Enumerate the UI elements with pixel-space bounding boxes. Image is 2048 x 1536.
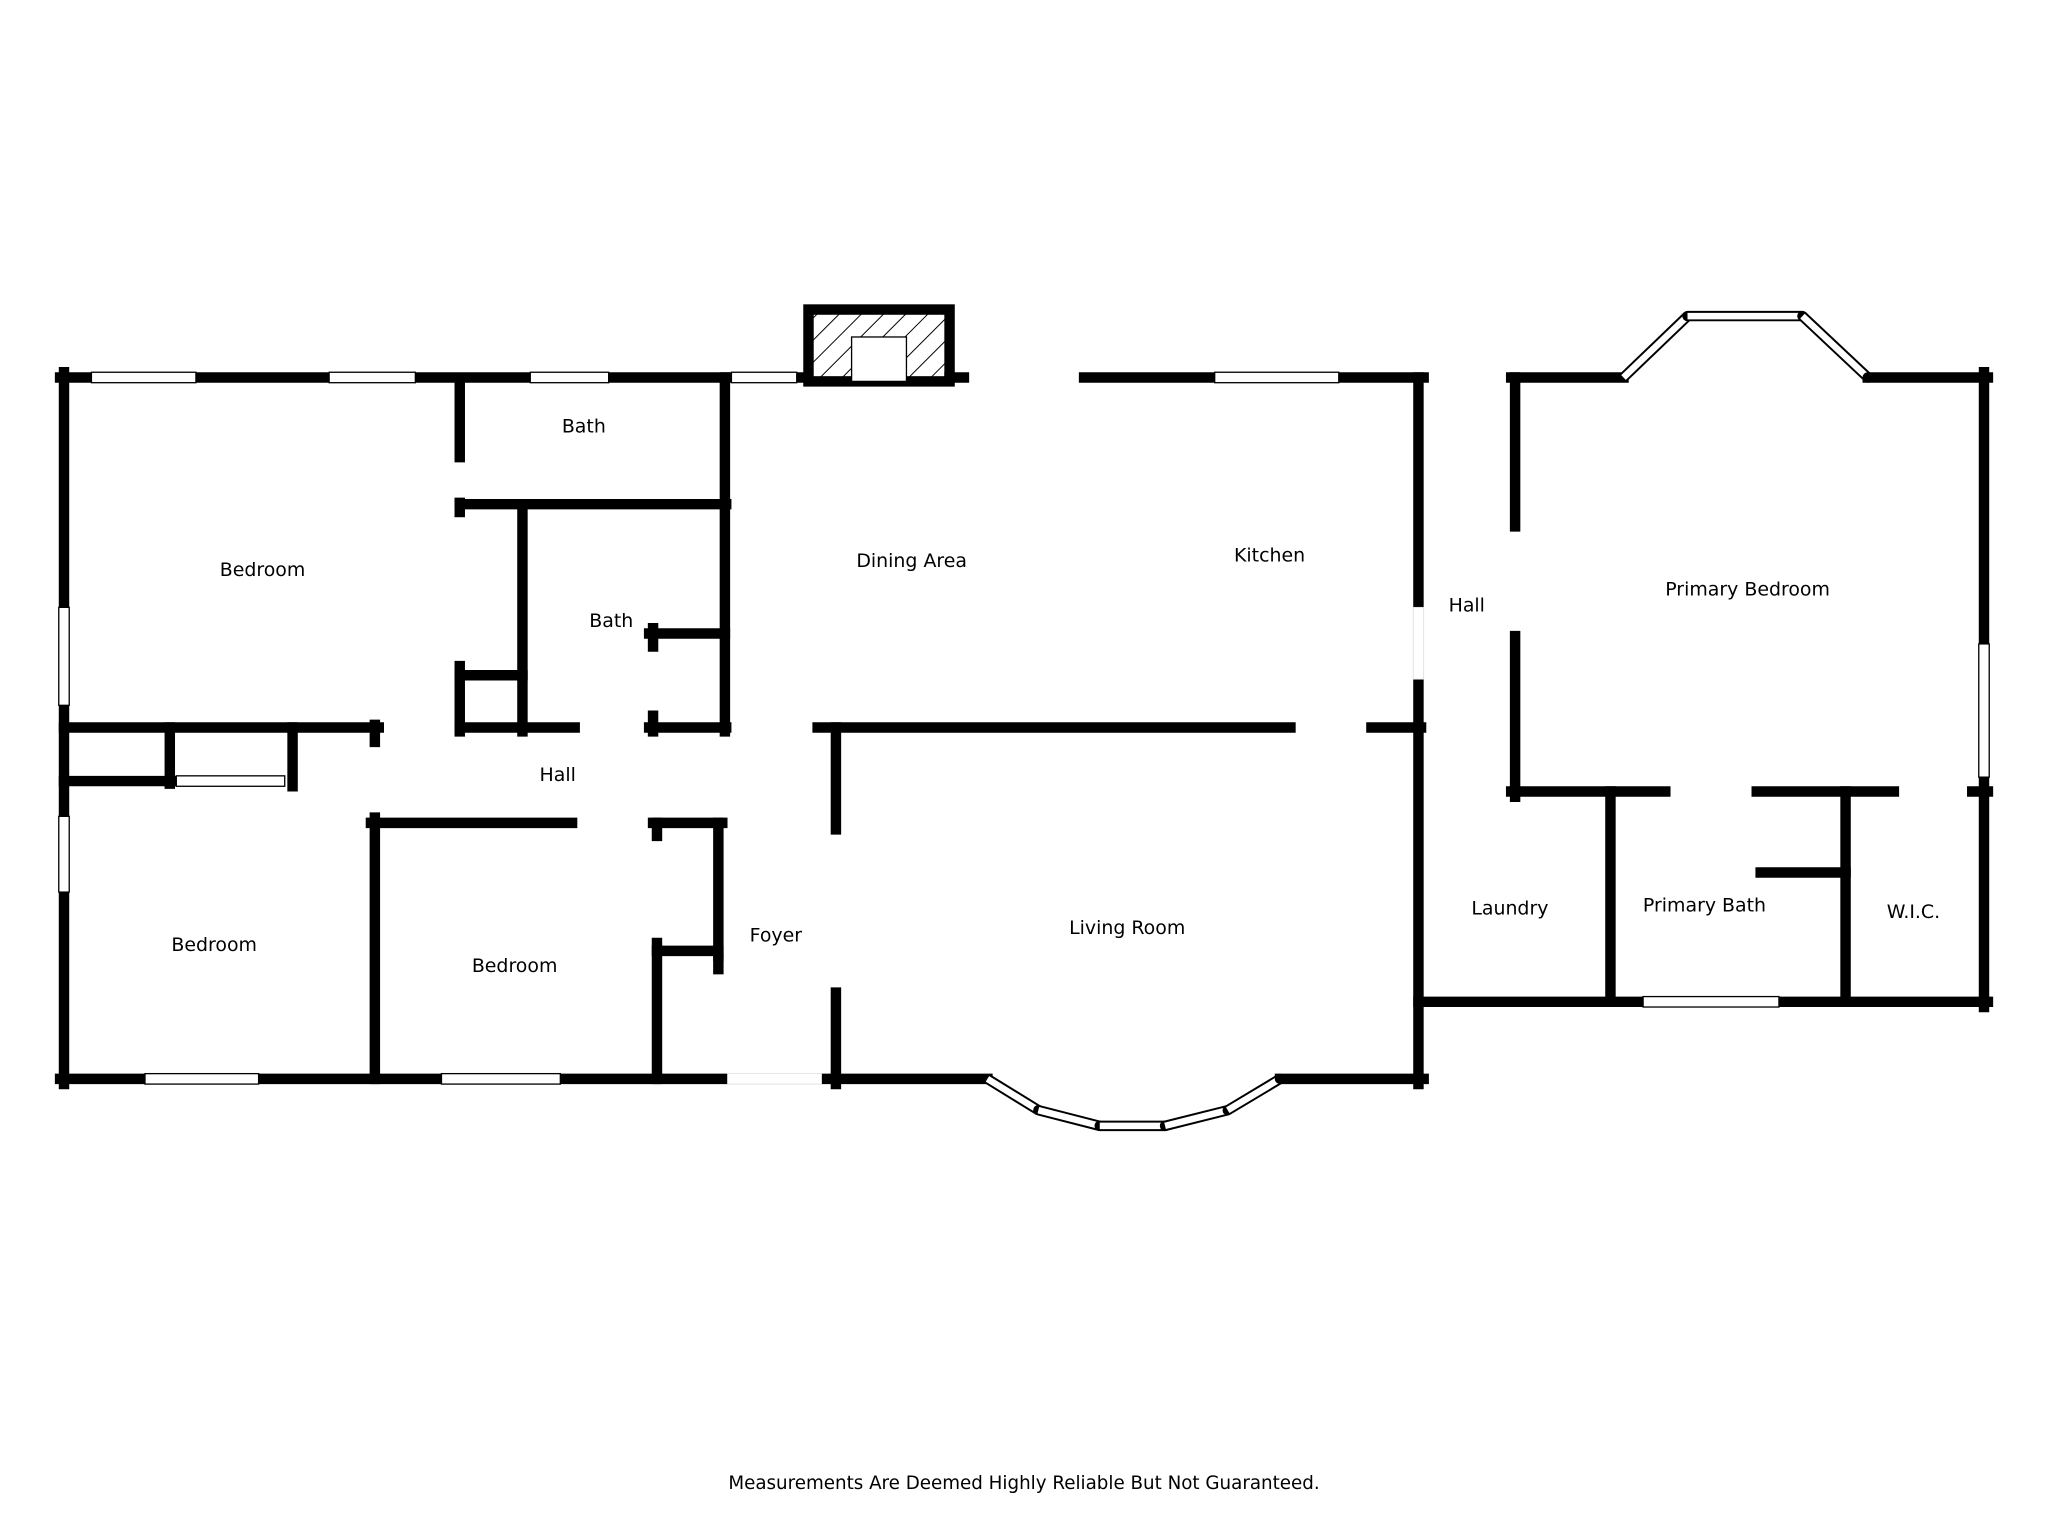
room-label-hall: Hall (540, 764, 576, 786)
window (1642, 995, 1780, 1008)
bay-window (1800, 313, 1870, 380)
room-label-foyer: Foyer (750, 925, 803, 947)
bay-window (1621, 313, 1690, 380)
window (175, 775, 286, 787)
disclaimer-text: Measurements Are Deemed Highly Reliable … (728, 1473, 1319, 1494)
room-label-bath: Bath (589, 610, 633, 632)
window-mullion (1862, 372, 1873, 383)
window (144, 1072, 260, 1085)
room-label-laundry: Laundry (1471, 897, 1548, 919)
door-opening (1412, 606, 1425, 680)
room-label-bath: Bath (562, 415, 606, 437)
room-label-primary-bedroom: Primary Bedroom (1665, 579, 1830, 601)
room-label-kitchen: Kitchen (1234, 545, 1305, 567)
bay-window (1037, 1107, 1101, 1130)
fireplace (803, 304, 955, 387)
room-label-bedroom: Bedroom (171, 934, 257, 956)
window (328, 371, 416, 384)
window (440, 1072, 561, 1085)
window (529, 371, 610, 384)
room-label-wic: W.I.C. (1887, 901, 1940, 923)
window (730, 371, 798, 384)
room-label-primary-bath: Primary Bath (1643, 895, 1766, 917)
window (1978, 643, 1990, 778)
door-opening (727, 1073, 822, 1085)
window-mullion (1274, 1073, 1286, 1085)
room-label-living-room: Living Room (1069, 917, 1185, 939)
window (90, 371, 197, 384)
walls (54, 367, 1994, 1090)
room-label-bedroom: Bedroom (472, 955, 558, 977)
room-label-hall: Hall (1449, 594, 1485, 616)
bay-window (1164, 1107, 1229, 1130)
room-label-bedroom: Bedroom (220, 559, 306, 581)
bay-window (985, 1076, 1041, 1113)
bay-window (1226, 1076, 1282, 1114)
window (58, 815, 70, 893)
window (1214, 371, 1340, 384)
windows (58, 310, 1990, 1132)
window (58, 606, 70, 706)
room-label-dining-area: Dining Area (856, 550, 967, 572)
